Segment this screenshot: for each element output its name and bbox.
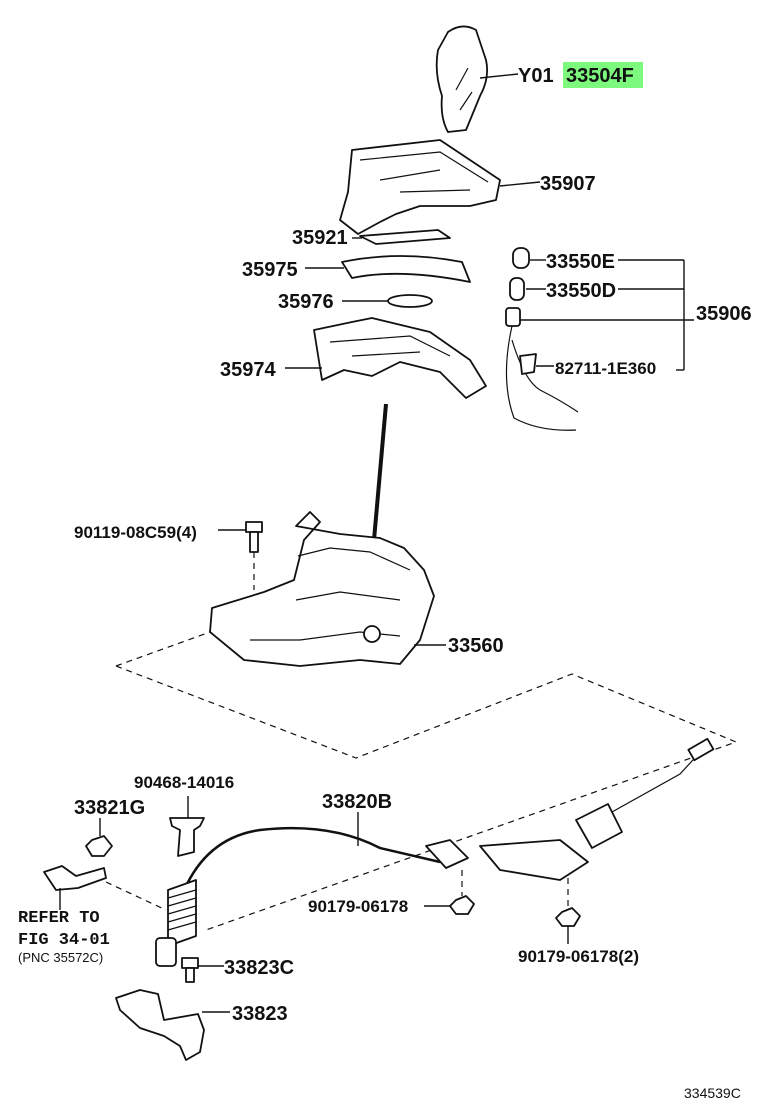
- dash-plane-left: [115, 631, 211, 667]
- label-90179a[interactable]: 90179-06178: [308, 897, 408, 916]
- label-35906[interactable]: 35906: [696, 303, 752, 325]
- label-35976[interactable]: 35976: [278, 291, 334, 313]
- nut-33821G-part: [85, 835, 113, 857]
- label-ref-line1[interactable]: REFER TO: [18, 909, 100, 928]
- bolt-33823C-part: [181, 957, 199, 983]
- control-cable-part: [155, 737, 715, 967]
- lower-housing-part: [313, 317, 487, 399]
- label-35975[interactable]: 35975: [242, 259, 298, 281]
- wire-harness-part: [505, 307, 579, 431]
- figure-code: 334539C: [684, 1085, 741, 1101]
- label-90179b[interactable]: 90179-06178(2): [518, 947, 639, 966]
- nut-90179b-part: [555, 907, 581, 927]
- leader-knob: [479, 73, 519, 79]
- dash-ref: [105, 881, 167, 911]
- label-35921[interactable]: 35921: [292, 227, 348, 249]
- shift-lever-assembly-part: [209, 403, 435, 667]
- bulb-33550E-part: [512, 247, 530, 269]
- label-33820B[interactable]: 33820B: [322, 791, 392, 813]
- label-90468[interactable]: 90468-14016: [134, 773, 234, 792]
- bracket-33823-part: [115, 989, 205, 1061]
- bolt-90119-part: [245, 521, 263, 553]
- indicator-housing-part: [339, 139, 501, 235]
- label-90119[interactable]: 90119-08C59(4): [74, 523, 197, 542]
- label-ref-line3: (PNC 35572C): [18, 950, 103, 965]
- label-33560[interactable]: 33560: [448, 635, 504, 657]
- label-82711[interactable]: 82711-1E360: [555, 359, 656, 378]
- clip-90468-part: [169, 817, 205, 857]
- cover-35975-part: [341, 255, 471, 283]
- label-33823C[interactable]: 33823C: [224, 957, 294, 979]
- washer-35976-part: [387, 294, 433, 308]
- leader-35907: [499, 181, 541, 187]
- label-knob-prefix: Y01: [518, 65, 554, 87]
- label-knob[interactable]: 33504F: [566, 65, 634, 87]
- label-33550E[interactable]: 33550E: [546, 251, 615, 273]
- highlight-knob: [563, 62, 643, 88]
- label-33550D[interactable]: 33550D: [546, 280, 616, 302]
- label-33821G[interactable]: 33821G: [74, 797, 145, 819]
- bulb-33550D-part: [509, 277, 525, 301]
- label-33823[interactable]: 33823: [232, 1003, 288, 1025]
- nut-90179a-part: [449, 895, 475, 915]
- dash-plane: [115, 665, 738, 931]
- label-ref-line2[interactable]: FIG 34-01: [18, 931, 110, 950]
- label-35907[interactable]: 35907: [540, 173, 596, 195]
- shift-knob-part: [435, 25, 489, 133]
- plate-35921-part: [359, 229, 451, 245]
- bracket-ref-part: [43, 865, 107, 891]
- label-35974[interactable]: 35974: [220, 359, 276, 381]
